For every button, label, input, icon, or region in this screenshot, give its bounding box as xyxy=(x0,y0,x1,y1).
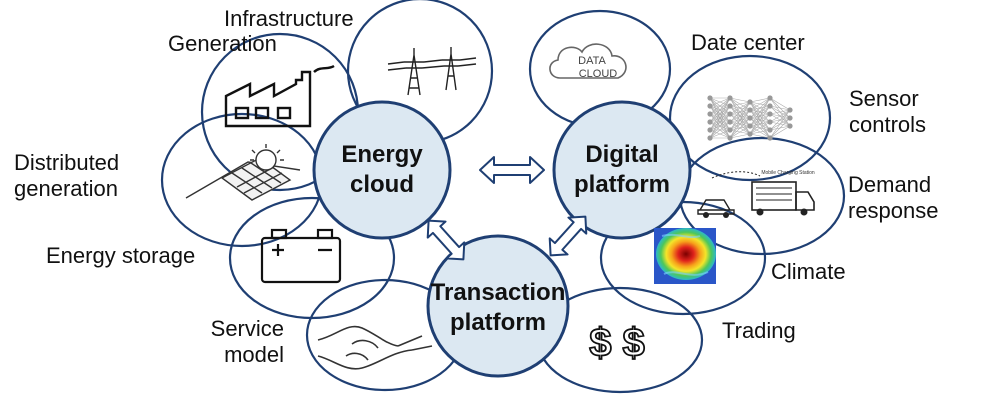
handshake-icon xyxy=(317,325,433,370)
hub-label-digital-platform-line2: platform xyxy=(574,171,670,198)
hub-transaction-platform xyxy=(426,234,570,378)
neural-node xyxy=(727,135,733,141)
label-date-center: Date center xyxy=(691,30,805,55)
hub-label-energy-cloud-line1: Energy xyxy=(341,141,423,168)
neural-node xyxy=(767,111,773,117)
ring-energy-storage xyxy=(228,196,396,320)
label-sensor-controls: Sensor controls xyxy=(849,86,926,138)
connector-arrows xyxy=(426,156,588,261)
neural-node xyxy=(787,123,793,129)
label-distributed-generation: Distributed generation xyxy=(14,150,119,202)
hub-label-digital-platform-line1: Digital xyxy=(585,141,659,168)
neural-node xyxy=(767,119,773,125)
hub-label-transaction-platform: Transaction platform xyxy=(422,278,574,338)
solar-panel-icon xyxy=(185,144,301,201)
label-trading: Trading xyxy=(722,318,796,343)
data-cloud-line2: CLOUD xyxy=(579,68,618,80)
label-energy-storage: Energy storage xyxy=(46,243,196,268)
neural-network-icon xyxy=(707,95,793,141)
neural-node xyxy=(727,103,733,109)
neural-node xyxy=(747,115,753,121)
hub-energy-cloud xyxy=(312,100,452,240)
hub-label-energy-cloud: Energy cloud xyxy=(322,140,442,200)
dollar-icon: $ $ xyxy=(589,321,645,365)
label-generation: Generation xyxy=(168,31,277,56)
label-climate: Climate xyxy=(771,259,846,284)
label-demand-response: Demand response xyxy=(848,172,939,224)
neural-node xyxy=(707,111,713,117)
data-cloud-icon: DATA CLOUD xyxy=(549,43,627,80)
charging-station-label: Mobile Charging Station xyxy=(761,170,815,176)
arrow-cloud-digital xyxy=(479,156,545,184)
arrow-digital-transaction xyxy=(548,215,588,257)
label-distributed-line1: Distributed xyxy=(14,150,120,175)
neural-node xyxy=(707,135,713,141)
label-distributed-line2: generation xyxy=(14,176,118,201)
neural-node xyxy=(767,135,773,141)
label-demand-response-line1: Demand xyxy=(848,172,932,197)
neural-node xyxy=(747,131,753,137)
neural-node xyxy=(707,103,713,109)
hub-label-transaction-platform-line2: platform xyxy=(450,309,546,336)
neural-node xyxy=(707,119,713,125)
hub-label-digital-platform: Digital platform xyxy=(560,140,684,200)
label-service-model-line1: Service xyxy=(210,316,284,341)
neural-node xyxy=(747,123,753,129)
label-service-model: Service model xyxy=(176,316,284,368)
label-sensor-controls-line1: Sensor xyxy=(849,86,919,111)
hub-label-transaction-platform-line1: Transaction xyxy=(430,279,566,306)
ring-sensor-controls xyxy=(668,54,832,182)
charging-station-icon: Mobile Charging Station xyxy=(697,170,815,218)
label-infrastructure: Infrastructure xyxy=(224,6,354,31)
label-service-model-line2: model xyxy=(224,342,284,367)
neural-node xyxy=(747,107,753,113)
neural-node xyxy=(707,95,713,101)
climate-heatmap-icon xyxy=(654,228,716,284)
data-cloud-line1: DATA xyxy=(578,55,606,67)
neural-node xyxy=(727,95,733,101)
hub-digital-platform xyxy=(552,100,692,240)
hub-label-energy-cloud-line2: cloud xyxy=(350,171,414,198)
neural-node xyxy=(767,95,773,101)
factory-icon xyxy=(224,64,335,128)
hub-circles xyxy=(312,100,692,378)
neural-node xyxy=(747,99,753,105)
neural-node xyxy=(707,127,713,133)
transmission-tower-icon xyxy=(387,47,477,96)
neural-node xyxy=(767,127,773,133)
battery-icon xyxy=(260,228,342,284)
neural-node xyxy=(787,115,793,121)
neural-node xyxy=(727,111,733,117)
neural-node xyxy=(767,103,773,109)
neural-node xyxy=(727,127,733,133)
label-sensor-controls-line2: controls xyxy=(849,112,927,137)
arrow-cloud-transaction xyxy=(426,219,466,261)
label-demand-response-line2: response xyxy=(848,198,939,223)
neural-node xyxy=(787,107,793,113)
neural-node xyxy=(727,119,733,125)
